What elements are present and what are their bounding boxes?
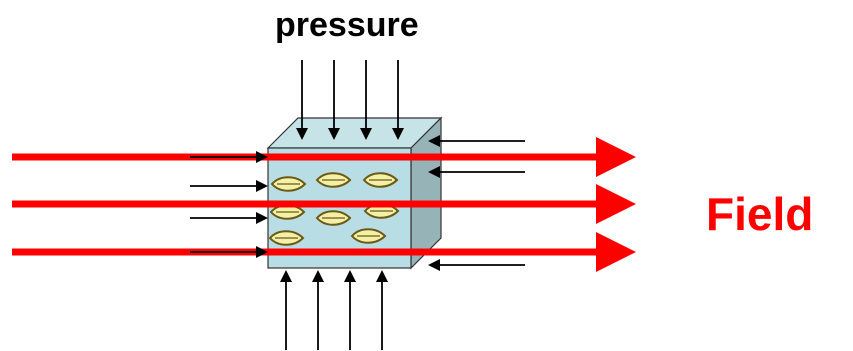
particle — [317, 211, 350, 225]
particle — [270, 231, 303, 245]
particle — [272, 177, 305, 191]
particle — [352, 229, 385, 243]
field-arrows-group — [12, 137, 636, 272]
material-cube — [268, 118, 441, 268]
pressure-label: pressure — [275, 8, 419, 42]
field-label: Field — [706, 191, 813, 237]
particle — [364, 173, 397, 187]
particle — [317, 173, 350, 187]
